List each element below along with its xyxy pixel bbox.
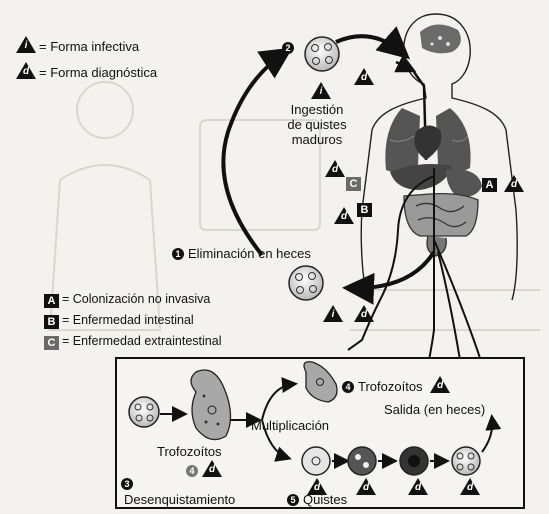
diagnostic-icon: d	[16, 62, 36, 79]
body-diag-marker-2: d	[334, 207, 357, 225]
feces-diagnostic-marker: d	[354, 305, 377, 323]
cyst-stage-4-mature	[452, 447, 480, 475]
inset-cyst-start	[129, 397, 159, 427]
cyst-stage-1	[302, 447, 330, 475]
cyst-diag-3: d	[408, 478, 431, 496]
desenquistamiento-label: Desenquistamiento	[124, 492, 235, 507]
body-marker-A: A	[482, 175, 500, 192]
arrow-cyst-to-mouth	[336, 36, 404, 54]
stomach-icon	[446, 169, 482, 197]
cyst-diag-2: d	[356, 478, 379, 496]
cyst-diag-4: d	[460, 478, 483, 496]
multiplicacion-label: Multiplicación	[251, 418, 329, 433]
trofozoitos-bottom-label: Trofozoítos	[157, 444, 222, 459]
step-2-number: 2	[282, 40, 298, 55]
cyst-diagnostic-marker: d	[354, 68, 377, 86]
mature-cyst-top	[305, 37, 339, 71]
step-3-number: 3	[121, 476, 137, 491]
brain-icon	[420, 24, 461, 53]
legend-infective: i= Forma infectiva	[16, 36, 139, 54]
cyst-diag-1: d	[307, 478, 330, 496]
cyst-infective-marker: i	[311, 82, 334, 100]
legend-diagnostic: d= Forma diagnóstica	[16, 62, 157, 80]
arrow-feces-to-cyst	[223, 52, 286, 255]
feces-infective-marker: i	[323, 305, 346, 323]
legend-C: C= Enfermedad extraintestinal	[44, 334, 221, 350]
cyst-stage-2	[348, 447, 376, 475]
body-marker-B: B	[357, 200, 375, 217]
body-diag-marker-3: d	[504, 175, 527, 193]
cyst-stage-3	[400, 447, 428, 475]
ingestion-label: Ingestión de quistes maduros	[262, 102, 372, 147]
body-diag-marker-1: d	[325, 160, 348, 178]
salida-label: Salida (en heces)	[384, 402, 485, 417]
infective-icon: i	[16, 36, 36, 53]
cyst-in-feces	[289, 266, 323, 300]
intestines-icon	[404, 194, 478, 256]
legend-A: A= Colonización no invasiva	[44, 292, 210, 308]
body-marker-C: C	[346, 174, 364, 191]
legend-B: B= Enfermedad intestinal	[44, 313, 194, 329]
mouth-arrow	[396, 62, 412, 70]
